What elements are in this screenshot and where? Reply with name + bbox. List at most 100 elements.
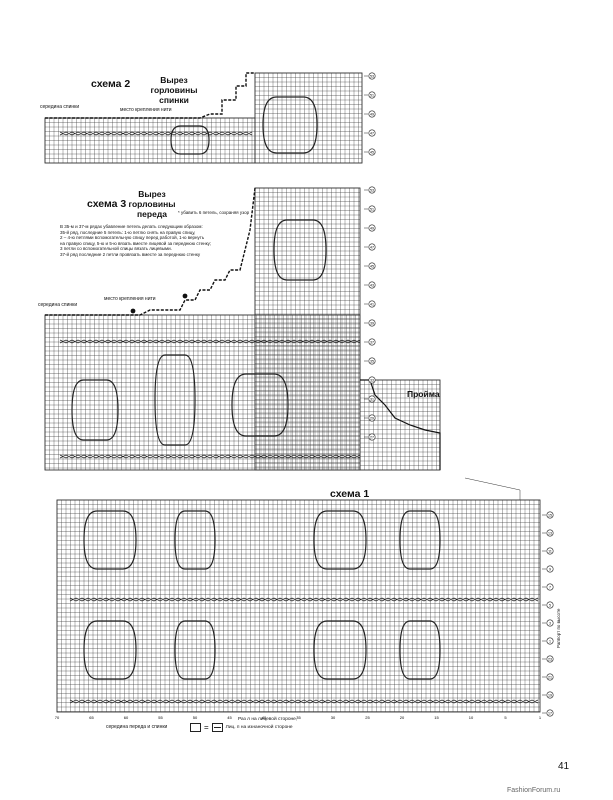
schema2-grid-left [44,117,256,164]
instruction-line: 3 петли со вспомогательной спицы вязать … [60,246,172,251]
schema1-middle-label: середина переда и спинки [106,724,168,730]
schema3-thread-label: место крепления нити [104,296,156,302]
schema1-cable [313,620,367,680]
site-watermark: FashionForum.ru [507,787,561,794]
schema3-row-circle [368,262,376,270]
schema1-row-number: 13 [548,532,552,536]
schema1-tick-label: 35 [296,715,301,720]
schema3-decrease-note: * убавить 6 петель, сохраняя узор [178,210,250,215]
schema3-row-circle [368,300,376,308]
schema1-tick-label: 60 [124,715,129,720]
schema3-neck-title: Вырез горловины переда [128,189,176,219]
schema1-tick-label: 20 [400,715,405,720]
schema1-row-circle [546,547,554,555]
schema1-row-circle [546,655,554,663]
legend: Раз л на лицевой стороне, = Лиц. п на из… [190,716,297,732]
schema1-rapport-label: Раппорт по высоте [556,608,561,648]
schema3-cross-row [59,454,361,459]
schema1-tick-label: 30 [331,715,336,720]
schema3-row-circle [368,395,376,403]
schema1-row-number: 9 [549,568,551,572]
schema1-title: схема 1 [330,488,370,500]
schema1-row-circle [546,673,554,681]
schema2-thread-label: место крепления нити [120,107,172,113]
schema1-tick-label: 45 [227,715,232,720]
schema1-tick-label: 40 [262,715,267,720]
schema1-tick-label: 1 [539,715,542,720]
schema3-middle-label: середина спинки [38,302,78,308]
schema1-row-number: 19 [548,694,552,698]
schema1-cable [399,510,441,570]
schema3-row-number: 41 [370,303,374,307]
schema3-cable [231,373,289,437]
schema3-row-number: 47 [370,246,374,250]
schema2-title: схема 2 [91,78,131,90]
schema3-cable [71,379,119,441]
schema3-row-circle [368,319,376,327]
page-number: 41 [558,761,570,772]
schema3-row-circle [368,376,376,384]
schema1-cross-row [69,699,539,704]
thread-dot [130,308,136,314]
schema1-row-circle [546,619,554,627]
schema3-title: схема 3 [87,198,127,210]
schema1-row-circle [546,511,554,519]
schema1-cable [174,510,216,570]
schema1-cross-row [69,597,539,602]
schema3-row-number: 33 [370,379,374,383]
schema3-grid-armhole [359,379,441,471]
schema1-tick-label: 10 [469,715,474,720]
schema3-row-circle [368,186,376,194]
schema3-row-number: 49 [370,227,374,231]
schema1-row-circle [546,637,554,645]
schema2-row-number: 45 [370,151,374,155]
instruction-line: В 35-м и 37-м рядах убавление петель дел… [60,224,203,229]
schema1-cable [83,510,137,570]
schema2-neckline [45,72,255,119]
schema1-row-number: 21 [548,676,552,680]
schema3-row-number: 37 [370,341,374,345]
legend-line1: Раз л на лицевой стороне, [238,717,298,722]
schema3-row-number: 39 [370,322,374,326]
instruction-line: 35-й ряд, последние 5 петель: 1-ю петлю … [60,229,196,235]
schema1-tick-label: 15 [434,715,439,720]
schema1-row-number: 23 [548,658,552,662]
schema1-row-number: 1 [549,640,551,644]
schema-connector [464,477,521,500]
schema3-row-number: 45 [370,265,374,269]
schema2-cable [262,96,318,154]
schema1-row-circle [546,583,554,591]
schema1-tick-label: 25 [365,715,370,720]
schema2-cross-row [59,131,253,136]
schema1-row-number: 7 [549,586,551,590]
schema1-row-circle [546,529,554,537]
schema1-grid [56,499,541,713]
schema1-row-circle [546,691,554,699]
schema1-tick-label: 70 [55,715,60,720]
schema1-row-number: 3 [549,622,551,626]
legend-equals: = [204,723,209,732]
instruction-line: 37-й ряд последние 2 петли провязать вме… [60,251,201,257]
legend-line2: Лиц. п на изнаночной стороне [225,725,293,730]
schema2-row-circle [368,148,376,156]
schema3-row-number: 31 [370,398,374,402]
schema1-row-circle [546,565,554,573]
schema3-row-number: 43 [370,284,374,288]
schema1-cable [174,620,216,680]
schema3-row-circle [368,224,376,232]
legend-blank-cell [190,723,201,732]
schema3-row-circle [368,357,376,365]
schema2-row-number: 53 [370,75,374,79]
schema3-row-circle [368,281,376,289]
schema3-grid-left [44,314,361,471]
schema2-row-circle [368,129,376,137]
schema3-row-number: 27 [370,436,374,440]
schema3-row-number: 53 [370,189,374,193]
schema2-neck-title: Вырез горловины спинки [150,75,198,105]
schema1-cable [83,620,137,680]
schema1-row-number: 5 [549,604,551,608]
schema1-tick-label: 50 [193,715,198,720]
schema2-row-number: 49 [370,113,374,117]
instruction-line: 2 – 4-ю петлями вспомогательную спицу пе… [60,235,205,240]
schema3-row-circle [368,243,376,251]
